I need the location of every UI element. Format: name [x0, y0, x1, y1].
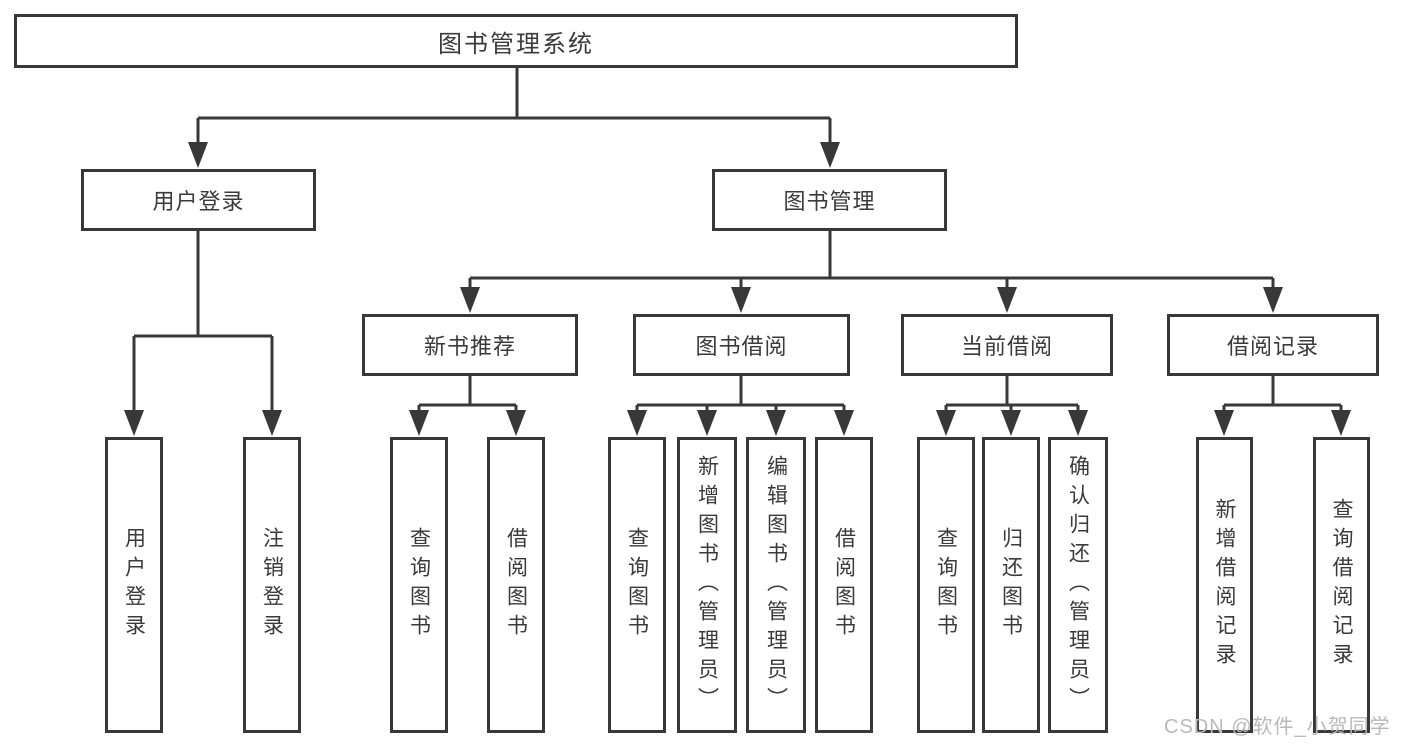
node-book-management-label: 图书管理 — [783, 189, 876, 214]
node-user-login-label: 用户登录 — [152, 189, 245, 214]
leaf-query-borrow-record: 查询借阅记录 — [1313, 437, 1370, 733]
leaf-borrow-borrow-books: 借阅图书 — [815, 437, 873, 733]
leaf-borrow-borrow-books-label: 借阅图书 — [832, 527, 856, 643]
node-new-book-recommend-label: 新书推荐 — [423, 334, 516, 359]
node-root-system: 图书管理系统 — [14, 14, 1018, 68]
leaf-add-books-admin: 新增图书（管理员） — [677, 437, 737, 733]
leaf-user-login: 用户登录 — [105, 437, 163, 733]
node-user-login: 用户登录 — [81, 169, 316, 231]
leaf-edit-books-admin-label: 编辑图书（管理员） — [764, 454, 788, 716]
leaf-recommend-borrow-books: 借阅图书 — [487, 437, 545, 733]
leaf-add-books-admin-label: 新增图书（管理员） — [695, 454, 719, 716]
leaf-return-books-label: 归还图书 — [999, 527, 1023, 643]
node-borrow-records-label: 借阅记录 — [1226, 334, 1319, 359]
node-book-borrow: 图书借阅 — [633, 314, 850, 376]
leaf-add-borrow-record-label: 新增借阅记录 — [1213, 498, 1236, 672]
leaf-add-borrow-record: 新增借阅记录 — [1196, 437, 1253, 733]
leaf-edit-books-admin: 编辑图书（管理员） — [746, 437, 806, 733]
leaf-current-query-books-label: 查询图书 — [934, 527, 958, 643]
leaf-recommend-query-books: 查询图书 — [390, 437, 448, 733]
leaf-logout: 注销登录 — [243, 437, 301, 733]
node-current-borrow: 当前借阅 — [901, 314, 1113, 376]
leaf-recommend-query-books-label: 查询图书 — [407, 527, 431, 643]
arrowhead-icons — [124, 142, 1351, 436]
node-borrow-records: 借阅记录 — [1167, 314, 1379, 376]
leaf-borrow-query-books: 查询图书 — [608, 437, 666, 733]
csdn-watermark: CSDN @软件_小贺同学 — [1164, 716, 1391, 738]
leaf-confirm-return-admin-label: 确认归还（管理员） — [1066, 454, 1090, 716]
leaf-user-login-label: 用户登录 — [122, 527, 146, 643]
leaf-current-query-books: 查询图书 — [917, 437, 975, 733]
node-root-label: 图书管理系统 — [438, 30, 594, 58]
leaf-confirm-return-admin: 确认归还（管理员） — [1048, 437, 1108, 733]
node-new-book-recommend: 新书推荐 — [362, 314, 578, 376]
node-book-management: 图书管理 — [712, 169, 947, 231]
leaf-recommend-borrow-books-label: 借阅图书 — [504, 527, 528, 643]
node-current-borrow-label: 当前借阅 — [960, 334, 1053, 359]
leaf-return-books: 归还图书 — [982, 437, 1040, 733]
leaf-query-borrow-record-label: 查询借阅记录 — [1330, 498, 1353, 672]
leaf-logout-label: 注销登录 — [260, 527, 284, 643]
node-book-borrow-label: 图书借阅 — [695, 334, 788, 359]
leaf-borrow-query-books-label: 查询图书 — [625, 527, 649, 643]
